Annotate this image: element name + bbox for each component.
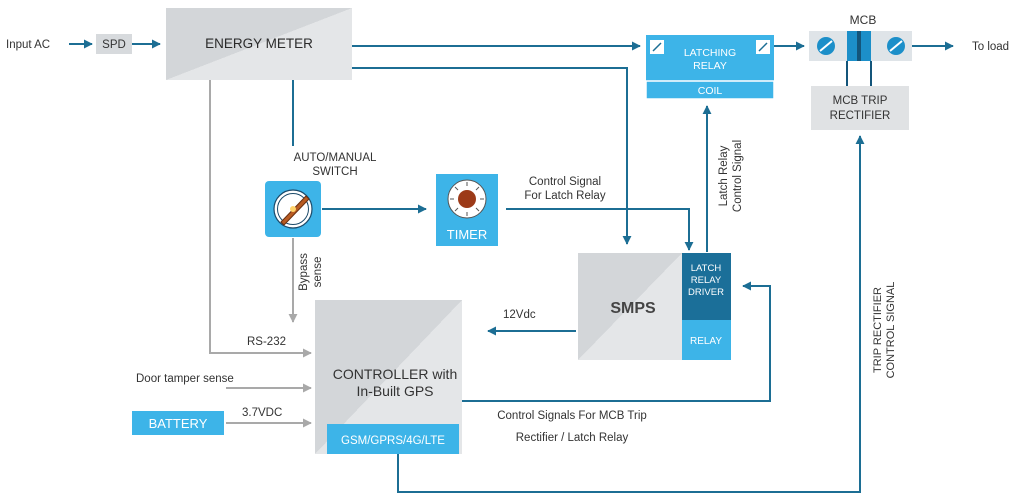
bypass-label-2: sense	[312, 257, 324, 288]
latching-relay: LATCHING RELAY COIL	[645, 35, 775, 100]
relay-label: RELAY	[690, 336, 722, 347]
mcb-trip-rectifier-label-2: RECTIFIER	[830, 110, 891, 122]
timer-label: TIMER	[447, 227, 487, 242]
energy-meter-box	[166, 8, 352, 80]
v12-label: 12Vdc	[503, 309, 536, 321]
latching-relay-label-1: LATCHING	[684, 47, 736, 59]
door-tamper-label: Door tamper sense	[136, 373, 234, 385]
control-signal-label-1: Control Signal	[529, 176, 601, 188]
to-load-label: To load	[972, 41, 1009, 53]
ctrl-signals-label-2: Rectifier / Latch Relay	[516, 432, 629, 444]
latching-relay-label-2: RELAY	[693, 60, 727, 72]
control-signal-label-2: For Latch Relay	[524, 190, 605, 202]
controller-label-2: In-Built GPS	[356, 383, 433, 399]
smps-label: SMPS	[610, 300, 656, 317]
coil-label: COIL	[698, 85, 723, 97]
driver-label-2: RELAY	[691, 275, 722, 286]
v37-label: 3.7VDC	[242, 407, 282, 419]
driver-label-1: LATCH	[691, 263, 722, 274]
relay-box	[682, 320, 731, 360]
driver-label-3: DRIVER	[688, 287, 724, 298]
arrow-gsm-to-trip-rectifier	[397, 135, 865, 493]
arrow-controller-to-driver	[462, 281, 771, 402]
auto-manual-switch	[265, 181, 321, 237]
latch-relay-driver-box	[682, 253, 731, 320]
smps-box	[578, 253, 682, 360]
battery-label: BATTERY	[149, 416, 208, 431]
gsm-label: GSM/GPRS/4G/LTE	[341, 435, 445, 447]
spd-box	[96, 34, 132, 54]
auto-manual-label-1: AUTO/MANUAL	[294, 152, 377, 164]
latch-relay-ctrl-label-1: Latch Relay	[718, 145, 730, 206]
arrow-meter-to-smps	[352, 67, 632, 245]
spd-label: SPD	[102, 39, 126, 51]
connections	[69, 39, 954, 493]
input-ac-label: Input AC	[6, 39, 50, 51]
timer: TIMER	[436, 174, 498, 246]
trip-rectifier-label-1: TRIP RECTIFIER	[872, 287, 884, 373]
battery-box	[132, 411, 224, 435]
energy-meter-label: ENERGY METER	[205, 36, 313, 51]
gsm-box	[327, 424, 459, 454]
arrow-rs232	[209, 80, 312, 358]
latch-relay-ctrl-label-2: Control Signal	[732, 140, 744, 212]
arrow-timer-to-driver	[506, 208, 694, 251]
bypass-label-1: Bypass	[298, 253, 310, 291]
auto-manual-label-2: SWITCH	[312, 166, 357, 178]
mcb-label: MCB	[850, 13, 877, 27]
mcb: MCB	[809, 13, 912, 86]
rs232-label: RS-232	[247, 336, 286, 348]
ctrl-signals-label-1: Control Signals For MCB Trip	[497, 410, 647, 422]
controller-label-1: CONTROLLER with	[333, 366, 457, 382]
trip-rectifier-label-2: CONTROL SIGNAL	[885, 282, 897, 379]
mcb-trip-rectifier-label-1: MCB TRIP	[833, 95, 888, 107]
timer-dial-icon	[450, 182, 484, 216]
mcb-trip-rectifier-box	[811, 86, 909, 130]
